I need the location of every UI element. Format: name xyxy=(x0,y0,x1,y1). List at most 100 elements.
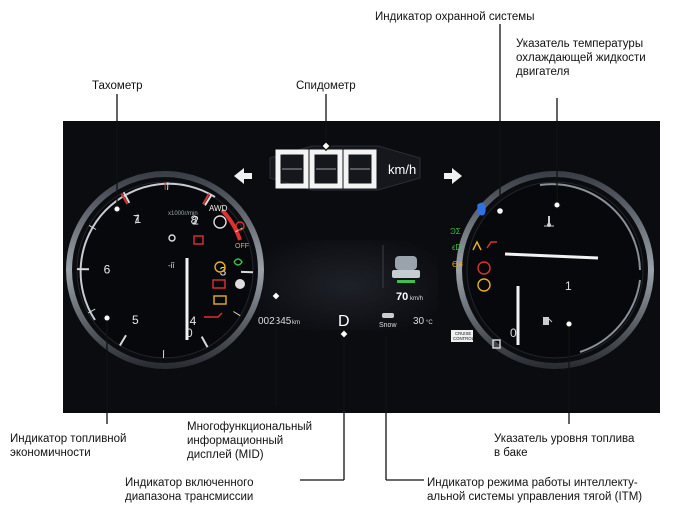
tach-tick xyxy=(119,334,127,347)
callout-lines xyxy=(103,24,573,481)
cruise-speed: 70 xyxy=(396,291,408,303)
speed-digits: 000 xyxy=(275,149,377,189)
fuel-callout-line2: в баке xyxy=(494,447,528,459)
tach-unit: x1000r/min xyxy=(168,211,198,217)
speedometer-marker xyxy=(320,140,332,152)
speedometer: 000 km/h xyxy=(234,145,462,191)
high-beam-icon xyxy=(477,202,486,216)
tach-number-8: 8 xyxy=(191,213,198,227)
eco-icon xyxy=(233,258,243,266)
coolant-callout: Указатель температуры охлаждающей жидкос… xyxy=(516,37,696,79)
fuel-empty-mark: 0 xyxy=(510,326,517,340)
tach-tick xyxy=(87,308,96,314)
right-gauge: 1 0 xyxy=(456,171,654,369)
fuel-door-icon xyxy=(492,339,501,349)
mid-callout: Многофункциональный информационный диспл… xyxy=(187,420,312,462)
key-icon xyxy=(168,234,176,242)
gear-callout: Индикатор включенного диапазона трансмис… xyxy=(125,476,253,504)
fuel-marker xyxy=(565,320,573,328)
outside-temp-unit: °C xyxy=(426,320,433,326)
tach-number-4: 4 xyxy=(190,314,197,328)
tire-pressure-icon xyxy=(214,261,226,273)
gear-marker xyxy=(338,328,350,340)
tach-tick xyxy=(202,193,210,205)
fuel-pump-icon xyxy=(543,317,553,325)
battery-icon xyxy=(212,279,226,289)
fog-rear-icon: ϵD xyxy=(452,243,462,252)
speedometer-callout: Спидометр xyxy=(296,80,356,92)
speed-digit: 0 xyxy=(343,149,377,189)
cruise-control-badge xyxy=(451,330,473,342)
speed-digit: 0 xyxy=(275,149,309,189)
tach-tick xyxy=(88,224,97,230)
awd-indicator: AWD xyxy=(209,204,228,213)
tachometer-callout: Тахометр xyxy=(92,80,143,92)
fuel-callout-line1: Указатель уровня топлива xyxy=(494,433,635,445)
tach-tick xyxy=(200,336,209,348)
turn-right-arrow-icon xyxy=(444,168,462,184)
odometer-unit: km xyxy=(292,320,300,326)
tach-number-7: 7 xyxy=(133,213,140,227)
tach-tick xyxy=(204,194,213,206)
eco-callout: Индикатор топливной экономичности xyxy=(10,432,126,460)
itm-mode: Snow xyxy=(379,322,397,329)
coolant-callout-line3: двигателя xyxy=(516,66,570,78)
eco-marker xyxy=(103,314,111,322)
oil-pressure-icon xyxy=(204,312,223,318)
coolant-icon xyxy=(544,216,554,227)
fog-front-icon: ϴ≢ xyxy=(452,260,466,269)
security-indicator xyxy=(497,208,503,214)
itm-callout-line1: Индикатор режима работы интеллекту- xyxy=(427,477,638,489)
gear-indicator: D xyxy=(338,313,350,330)
odometer: 002345 xyxy=(258,316,292,327)
mid-callout-line3: дисплей (MID) xyxy=(187,449,264,461)
cruise-car-icon xyxy=(392,256,420,283)
itm-callout-line2: альной системы управления тягой (ITM) xyxy=(427,491,643,503)
speed-unit: km/h xyxy=(388,162,416,177)
slip-icon xyxy=(472,240,482,251)
brake-warning-icon xyxy=(477,261,491,275)
tach-tick xyxy=(122,191,131,204)
tachometer-marker xyxy=(113,205,121,213)
snow-mode-icon xyxy=(382,313,394,318)
brake-system-icon xyxy=(477,278,491,292)
speed-digit: 0 xyxy=(309,149,343,189)
tach-tick xyxy=(233,311,241,317)
gear-callout-line1: Индикатор включенного xyxy=(125,477,254,489)
tach-number-1: 1 xyxy=(134,212,141,226)
turn-left-arrow-icon xyxy=(234,168,252,184)
right-warning-icons: ϿΣ ϵD ϴ≢ CRUISE CONTROL xyxy=(450,202,503,349)
esc-off-icon: OFF xyxy=(235,243,249,250)
tach-number-6: 6 xyxy=(104,262,111,276)
info-icon xyxy=(235,279,245,289)
coolant-callout-line2: охлаждающей жидкости xyxy=(516,52,646,64)
mid-screen xyxy=(258,240,438,330)
tach-number-2: 2 xyxy=(192,214,199,228)
coolant-needle xyxy=(504,252,599,260)
itm-callout: Индикатор режима работы интеллекту- альн… xyxy=(427,476,642,504)
mid-callout-line2: информационный xyxy=(187,435,284,447)
coolant-callout-line1: Указатель температуры xyxy=(516,38,644,50)
seatbelt-icon xyxy=(235,221,245,231)
gear-callout-line2: диапазона трансмиссии xyxy=(125,491,254,503)
security-callout: Индикатор охранной системы xyxy=(375,11,535,23)
eco-callout-line2: экономичности xyxy=(10,447,91,459)
cruise-speed-unit: km/h xyxy=(410,296,423,302)
mid-marker xyxy=(270,290,282,302)
steering-icon xyxy=(213,215,227,229)
left-warning-icons: AWD OFF -iǐ xyxy=(168,204,249,318)
tach-number-5: 5 xyxy=(132,313,139,327)
fog-light-icon: ϿΣ xyxy=(450,227,461,236)
airbag-icon xyxy=(486,241,497,249)
mid-callout-line1: Многофункциональный xyxy=(187,421,313,433)
eco-callout-line1: Индикатор топливной xyxy=(10,433,127,445)
fuel-full-mark: 1 xyxy=(565,279,572,293)
coolant-marker xyxy=(553,201,561,209)
gear-shift-icon: -iǐ xyxy=(168,261,175,270)
cruise-label-top: CRUISE xyxy=(455,331,471,336)
mid-content: 70 km/h 002345 km D Snow 30 °C xyxy=(258,245,433,330)
door-open-icon xyxy=(193,235,204,245)
outside-temp: 30 xyxy=(413,316,425,327)
